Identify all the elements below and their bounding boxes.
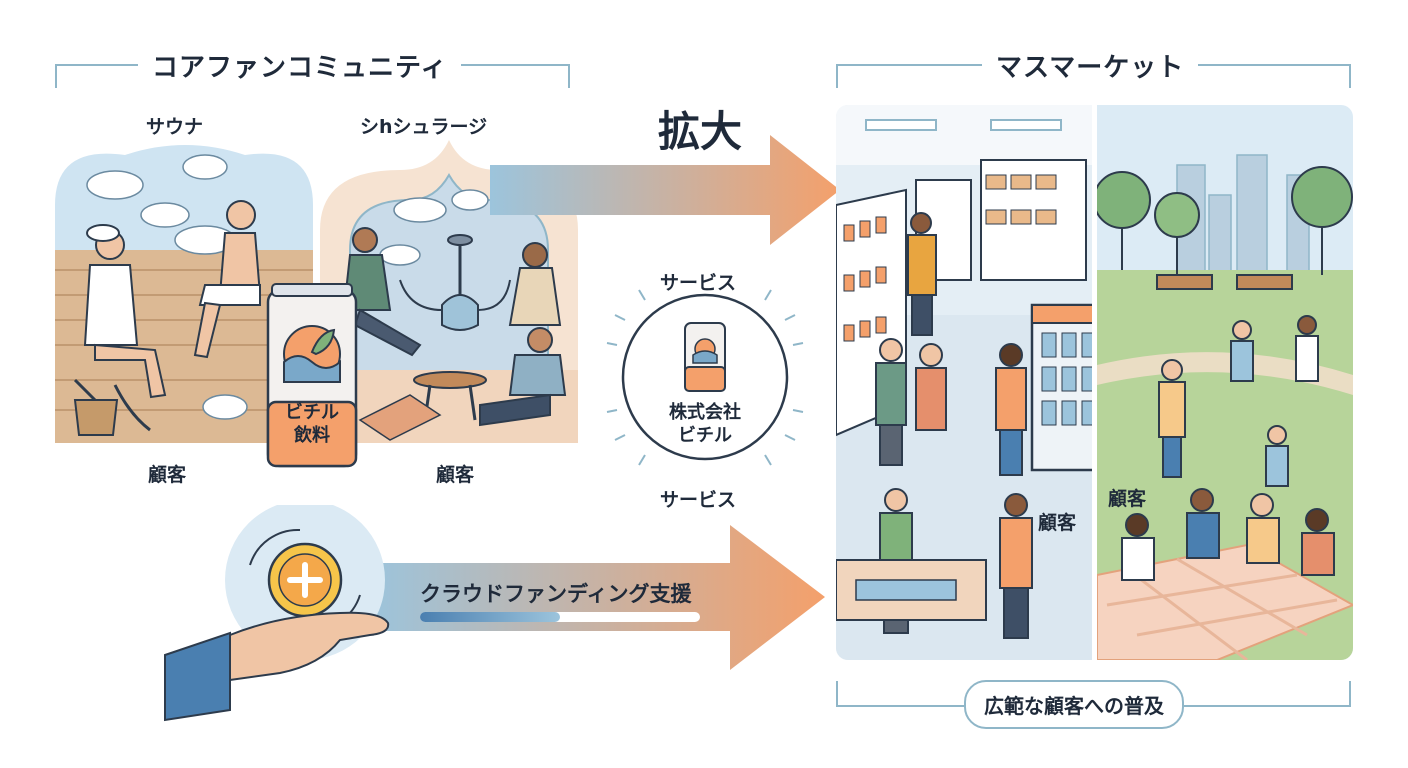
- store-scene: [836, 105, 1092, 660]
- shisha-label: シhシュラージ: [360, 116, 488, 138]
- smoke-clouds: [379, 189, 489, 266]
- crowdfunding-label: クラウドファンディング支援: [420, 582, 692, 606]
- badge-rays: [606, 289, 804, 466]
- spread-bracket-tick-left: [836, 681, 838, 705]
- open-hand-icon: [229, 611, 390, 682]
- bichiru-can: ビチル 飲料: [262, 282, 362, 472]
- sleeve: [164, 631, 231, 722]
- store-illustration: [836, 105, 1092, 660]
- expansion-arrow: [490, 135, 840, 245]
- funding-progress-fill: [420, 612, 560, 622]
- can-label-line1: ビチル: [285, 402, 339, 423]
- sauna-label: サウナ: [146, 116, 204, 138]
- park-scene: [1097, 105, 1353, 660]
- core-customer-left: 顧客: [148, 464, 187, 486]
- core-bracket-tick-left: [55, 64, 57, 88]
- core-bracket-tick-right: [568, 64, 570, 88]
- can-graphic: [266, 283, 358, 468]
- crowdfunding-arrow: [370, 525, 825, 670]
- funding-progress-track: [420, 612, 700, 622]
- mass-market-title: マスマーケット: [982, 47, 1199, 84]
- mass-bracket-tick-left: [836, 64, 838, 88]
- core-customer-right: 顧客: [436, 464, 475, 486]
- spread-bracket-tick-right: [1349, 681, 1351, 705]
- can-label-line2: 飲料: [294, 425, 330, 446]
- core-community-title: コアファンコミュニティ: [138, 47, 462, 84]
- cycle-arrow-icon: [249, 528, 301, 566]
- plus-icon: [287, 562, 323, 598]
- company-name-line2: ビチル: [678, 425, 732, 446]
- funding-hand-illustration: [164, 505, 390, 722]
- mass-customer-store: 顧客: [1038, 512, 1077, 534]
- service-label-bottom: サービス: [660, 489, 737, 511]
- steam-clouds: [86, 154, 248, 420]
- expansion-label: 拡大: [658, 107, 743, 156]
- park-illustration: [1097, 105, 1353, 660]
- mass-customer-park: 顧客: [1108, 488, 1147, 510]
- service-label-top: サービス: [660, 272, 737, 294]
- shisha-illustration: [320, 140, 578, 443]
- company-name-line1: 株式会社: [669, 402, 741, 423]
- spread-label: 広範な顧客への普及: [964, 680, 1184, 729]
- shisha-scene: [320, 140, 578, 443]
- company-badge: [606, 289, 804, 466]
- mass-bracket-tick-right: [1349, 64, 1351, 88]
